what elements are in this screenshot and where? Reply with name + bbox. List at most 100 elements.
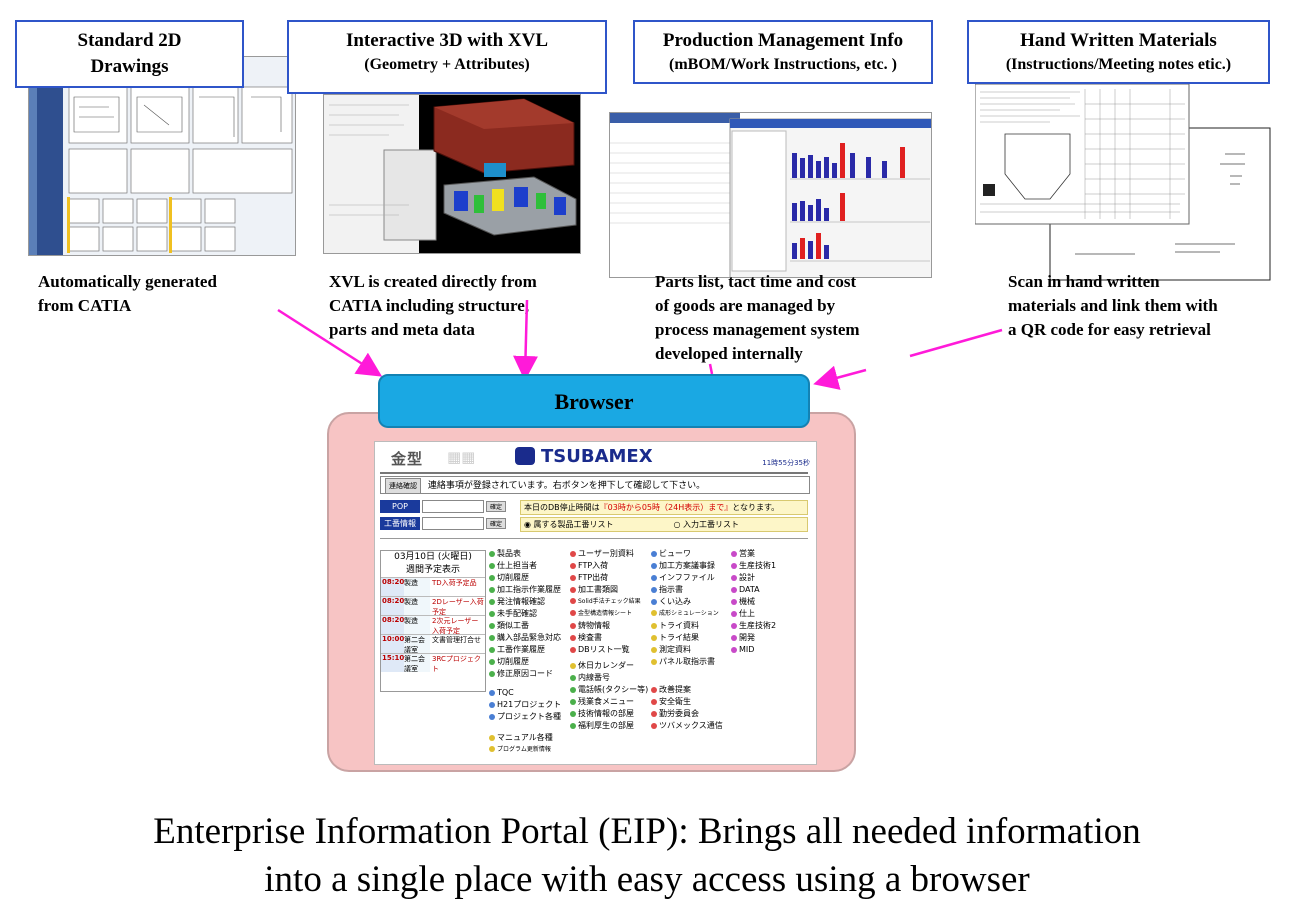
portal-link[interactable]: 残業食メニュー <box>570 696 648 708</box>
portal-link[interactable]: 加工方案議事録 <box>651 560 719 572</box>
link-column-1: 製品表 仕上担当者 切削履歴 加工指示作業履歴 発注情報確認 未手配確認 類似工… <box>489 548 561 680</box>
portal-link[interactable]: 勤労委員会 <box>651 708 723 720</box>
portal-link[interactable]: 休日カレンダー <box>570 660 648 672</box>
label-production: Production Management Info (mBOM/Work In… <box>633 20 933 84</box>
portal-link[interactable]: ツバメックス通信 <box>651 720 723 732</box>
portal-page: 金型 ▦▦ TSUBAMEX 11時55分35秒 連絡確認 連絡事項が登録されて… <box>374 441 817 765</box>
portal-link[interactable]: 仕上担当者 <box>489 560 561 572</box>
portal-link[interactable]: 電話帳(タクシー等) <box>570 684 648 696</box>
portal-link[interactable]: 加工指示作業履歴 <box>489 584 561 596</box>
portal-link[interactable]: 製品表 <box>489 548 561 560</box>
portal-link[interactable]: DBリスト一覧 <box>570 644 641 656</box>
desc-prod-line: Parts list, tact time and cost <box>655 272 857 291</box>
portal-link[interactable]: トライ資料 <box>651 620 719 632</box>
portal-link[interactable]: FTP入荷 <box>570 560 641 572</box>
portal-link[interactable]: 加工書類図 <box>570 584 641 596</box>
portal-link[interactable]: 購入部品緊急対応 <box>489 632 561 644</box>
portal-link[interactable]: 切削履歴 <box>489 656 561 668</box>
desc-production: Parts list, tact time and cost of goods … <box>655 270 935 366</box>
portal-link[interactable]: ユーザー別資料 <box>570 548 641 560</box>
arrow-from-handwritten-b <box>813 365 867 390</box>
notice-confirm-button[interactable]: 連絡確認 <box>385 478 421 494</box>
portal-link[interactable]: MID <box>731 644 776 656</box>
portal-header: 金型 ▦▦ TSUBAMEX 11時55分35秒 <box>375 442 816 472</box>
portal-link[interactable]: 未手配確認 <box>489 608 561 620</box>
portal-link[interactable]: 金型構造情報シート <box>570 608 641 620</box>
caption: Enterprise Information Portal (EIP): Bri… <box>20 808 1274 904</box>
radio-input-list[interactable]: ○ 入力工番リスト <box>673 520 740 529</box>
portal-link[interactable]: 技術情報の部屋 <box>570 708 648 720</box>
link-column-3: ビューワ 加工方案議事録 インフファイル 指示書 くい込み 成形シミュレーション… <box>651 548 719 668</box>
portal-link[interactable]: 成形シミュレーション <box>651 608 719 620</box>
link-column-8: マニュアル各種 プログラム更新情報 <box>489 732 553 756</box>
db-msg-red: 『03時から05時（24H表示）まで』 <box>599 503 733 512</box>
portal-link[interactable]: 工番作業履歴 <box>489 644 561 656</box>
link-column-2: ユーザー別資料 FTP入荷 FTP出荷 加工書類図 Solid手法チェック結果 … <box>570 548 641 656</box>
portal-link[interactable]: トライ結果 <box>651 632 719 644</box>
portal-link[interactable]: 機械 <box>731 596 776 608</box>
portal-link[interactable]: 検査書 <box>570 632 641 644</box>
portal-link[interactable]: H21プロジェクト <box>489 699 561 711</box>
portal-link[interactable]: 生産技術1 <box>731 560 776 572</box>
portal-link[interactable]: 改善提案 <box>651 684 723 696</box>
schedule-place: 製造 <box>404 597 430 615</box>
label-handwritten: Hand Written Materials (Instructions/Mee… <box>967 20 1270 84</box>
schedule-event: 3RCプロジェクト <box>432 655 481 673</box>
desc-prod-line: process management system <box>655 320 860 339</box>
link-column-7: TQC H21プロジェクト プロジェクト各種 <box>489 687 561 723</box>
portal-link[interactable]: 営業 <box>731 548 776 560</box>
calendar-title[interactable]: 週間予定表示 <box>405 565 460 575</box>
xvl-3d-model-image <box>324 95 580 253</box>
pop-confirm-button[interactable]: 確定 <box>486 501 507 512</box>
portal-link[interactable]: 生産技術2 <box>731 620 776 632</box>
portal-link[interactable]: くい込み <box>651 596 719 608</box>
form-divider <box>380 538 808 539</box>
portal-link[interactable]: 切削履歴 <box>489 572 561 584</box>
portal-link[interactable]: 鋳物情報 <box>570 620 641 632</box>
portal-link[interactable]: 類似工番 <box>489 620 561 632</box>
portal-link[interactable]: 測定資料 <box>651 644 719 656</box>
portal-link[interactable]: FTP出荷 <box>570 572 641 584</box>
portal-link[interactable]: 指示書 <box>651 584 719 596</box>
portal-link[interactable]: プログラム更新情報 <box>489 744 553 756</box>
portal-link[interactable]: DATA <box>731 584 776 596</box>
portal-link[interactable]: 仕上 <box>731 608 776 620</box>
portal-link[interactable]: プロジェクト各種 <box>489 711 561 723</box>
pop-input[interactable] <box>422 500 484 513</box>
desc-prod-line: of goods are managed by <box>655 296 836 315</box>
portal-link[interactable]: パネル取指示書 <box>651 656 719 668</box>
schedule-place: 製造 <box>404 616 430 634</box>
schedule-time: 08:20 <box>381 597 404 615</box>
schedule-event: 2Dレーザー入荷予定 <box>432 598 484 616</box>
desc-3d: XVL is created directly from CATIA inclu… <box>329 270 609 342</box>
portal-link[interactable]: 修正原因コード <box>489 668 561 680</box>
portal-link[interactable]: Solid手法チェック結果 <box>570 596 641 608</box>
schedule-place: 製造 <box>404 578 430 596</box>
thumb-production-mgmt <box>609 112 932 278</box>
portal-link[interactable]: マニュアル各種 <box>489 732 553 744</box>
portal-link[interactable]: 開発 <box>731 632 776 644</box>
label-hand-line2: (Instructions/Meeting notes etic.) <box>1005 56 1232 73</box>
portal-link[interactable]: ビューワ <box>651 548 719 560</box>
kotei-input[interactable] <box>422 517 484 530</box>
portal-link[interactable]: 安全衛生 <box>651 696 723 708</box>
label-3d-xvl: Interactive 3D with XVL (Geometry + Attr… <box>287 20 607 94</box>
portal-link[interactable]: 福利厚生の部屋 <box>570 720 648 732</box>
label-prod-line1: Production Management Info <box>662 30 904 51</box>
portal-link[interactable]: 設計 <box>731 572 776 584</box>
kotei-row: 工番情報 確定 ◉ 属する製品工番リスト ○ 入力工番リスト <box>380 517 808 532</box>
portal-link[interactable]: 内線番号 <box>570 672 648 684</box>
link-column-5: 休日カレンダー 内線番号 電話帳(タクシー等) 残業食メニュー 技術情報の部屋 … <box>570 660 648 732</box>
portal-link[interactable]: 発注情報確認 <box>489 596 561 608</box>
portal-link[interactable]: インフファイル <box>651 572 719 584</box>
kotei-confirm-button[interactable]: 確定 <box>486 518 507 529</box>
radio-product-list[interactable]: ◉ 属する製品工番リスト <box>524 520 614 529</box>
kotei-tag: 工番情報 <box>380 517 420 530</box>
desc-prod-line: developed internally <box>655 344 803 363</box>
portal-link[interactable]: TQC <box>489 687 561 699</box>
